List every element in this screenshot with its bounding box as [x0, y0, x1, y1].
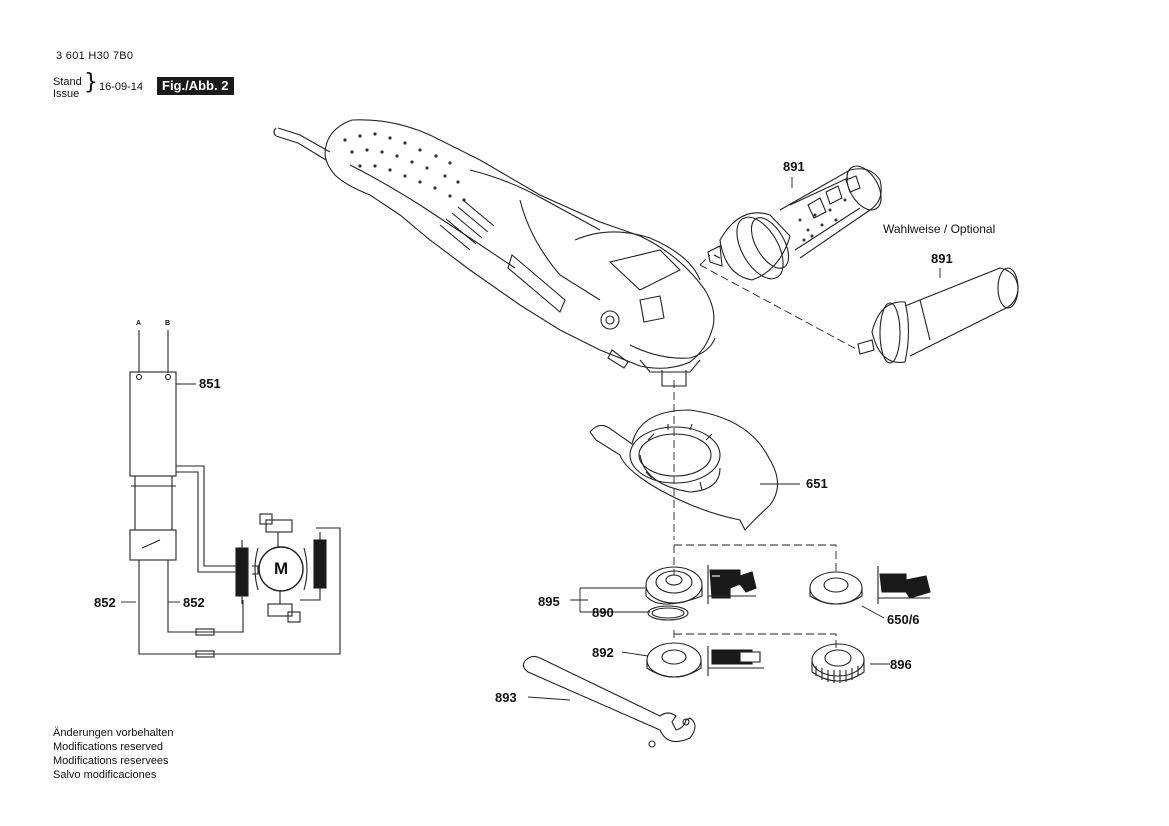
motor-label: M [274, 559, 289, 578]
terminal-b-label: B [165, 320, 171, 327]
callout-896: 896 [890, 657, 912, 672]
callout-651: 651 [806, 476, 828, 491]
o-ring-890 [647, 605, 689, 621]
callout-891-top: 891 [783, 159, 805, 174]
callout-895: 895 [538, 594, 560, 609]
handle-grip-texture [343, 132, 466, 202]
issue-date: 16-09-14 [99, 81, 144, 93]
note-line-en: Modifications reserved [53, 741, 164, 753]
switch-box-851 [129, 371, 177, 477]
stand-issue-label: Stand Issue [53, 76, 82, 100]
note-line-es: Salvo modificaciones [53, 769, 157, 781]
callout-893: 893 [495, 690, 517, 705]
callout-650-6: 650/6 [887, 612, 920, 627]
note-line-de: Änderungen vorbehalten [53, 727, 174, 739]
terminal-a-label: A [136, 320, 142, 327]
wiring-diagram [129, 330, 341, 658]
callout-891-optional: 891 [931, 251, 953, 266]
cross-section-outlines [707, 565, 930, 676]
stand-label: Stand [53, 76, 82, 88]
quick-clamp-nut-896 [811, 643, 865, 683]
clamping-nut-650-6 [809, 571, 863, 605]
clamping-flange-895 [645, 566, 703, 605]
figure-badge: Fig./Abb. 2 [157, 77, 235, 95]
note-line-fr: Modifications reservees [53, 755, 169, 767]
issue-label: Issue [53, 88, 80, 100]
mounting-flange-892 [646, 642, 702, 678]
spanner-wrench-893 [522, 655, 696, 748]
document-number: 3 601 H30 7B0 [56, 50, 134, 62]
callout-852-right: 852 [183, 595, 205, 610]
callout-890: 890 [592, 605, 614, 620]
callout-leaders [176, 177, 941, 701]
callout-851: 851 [199, 376, 221, 391]
motor-symbol [258, 546, 304, 592]
assembly-axis-lines [673, 254, 859, 648]
angle-grinder-drawing [273, 119, 716, 387]
cross-section-details [709, 569, 931, 665]
side-handle-891-b [857, 267, 1019, 364]
brace-glyph: } [84, 70, 98, 95]
optional-label: Wahlweise / Optional [883, 222, 996, 236]
callout-852-left: 852 [94, 595, 116, 610]
modification-notes: Änderungen vorbehalten Modifications res… [53, 726, 173, 782]
callout-892: 892 [592, 645, 614, 660]
side-handle-891-a [707, 165, 882, 281]
